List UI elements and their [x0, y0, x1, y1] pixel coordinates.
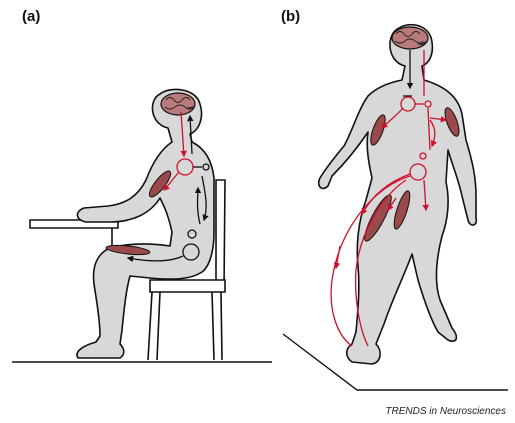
- brain-icon-b: [392, 27, 428, 49]
- table: [30, 220, 118, 250]
- walking-body-silhouette: [319, 25, 477, 364]
- brain-icon-a: [161, 93, 195, 115]
- panel-b-label: (b): [281, 8, 300, 25]
- panel-a-seated-figure: [12, 89, 272, 362]
- panel-b-walking-figure: [283, 25, 508, 390]
- floor-perspective: [283, 334, 508, 390]
- journal-credit: TRENDS in Neurosciences: [385, 406, 506, 417]
- panel-a-label: (a): [22, 8, 40, 25]
